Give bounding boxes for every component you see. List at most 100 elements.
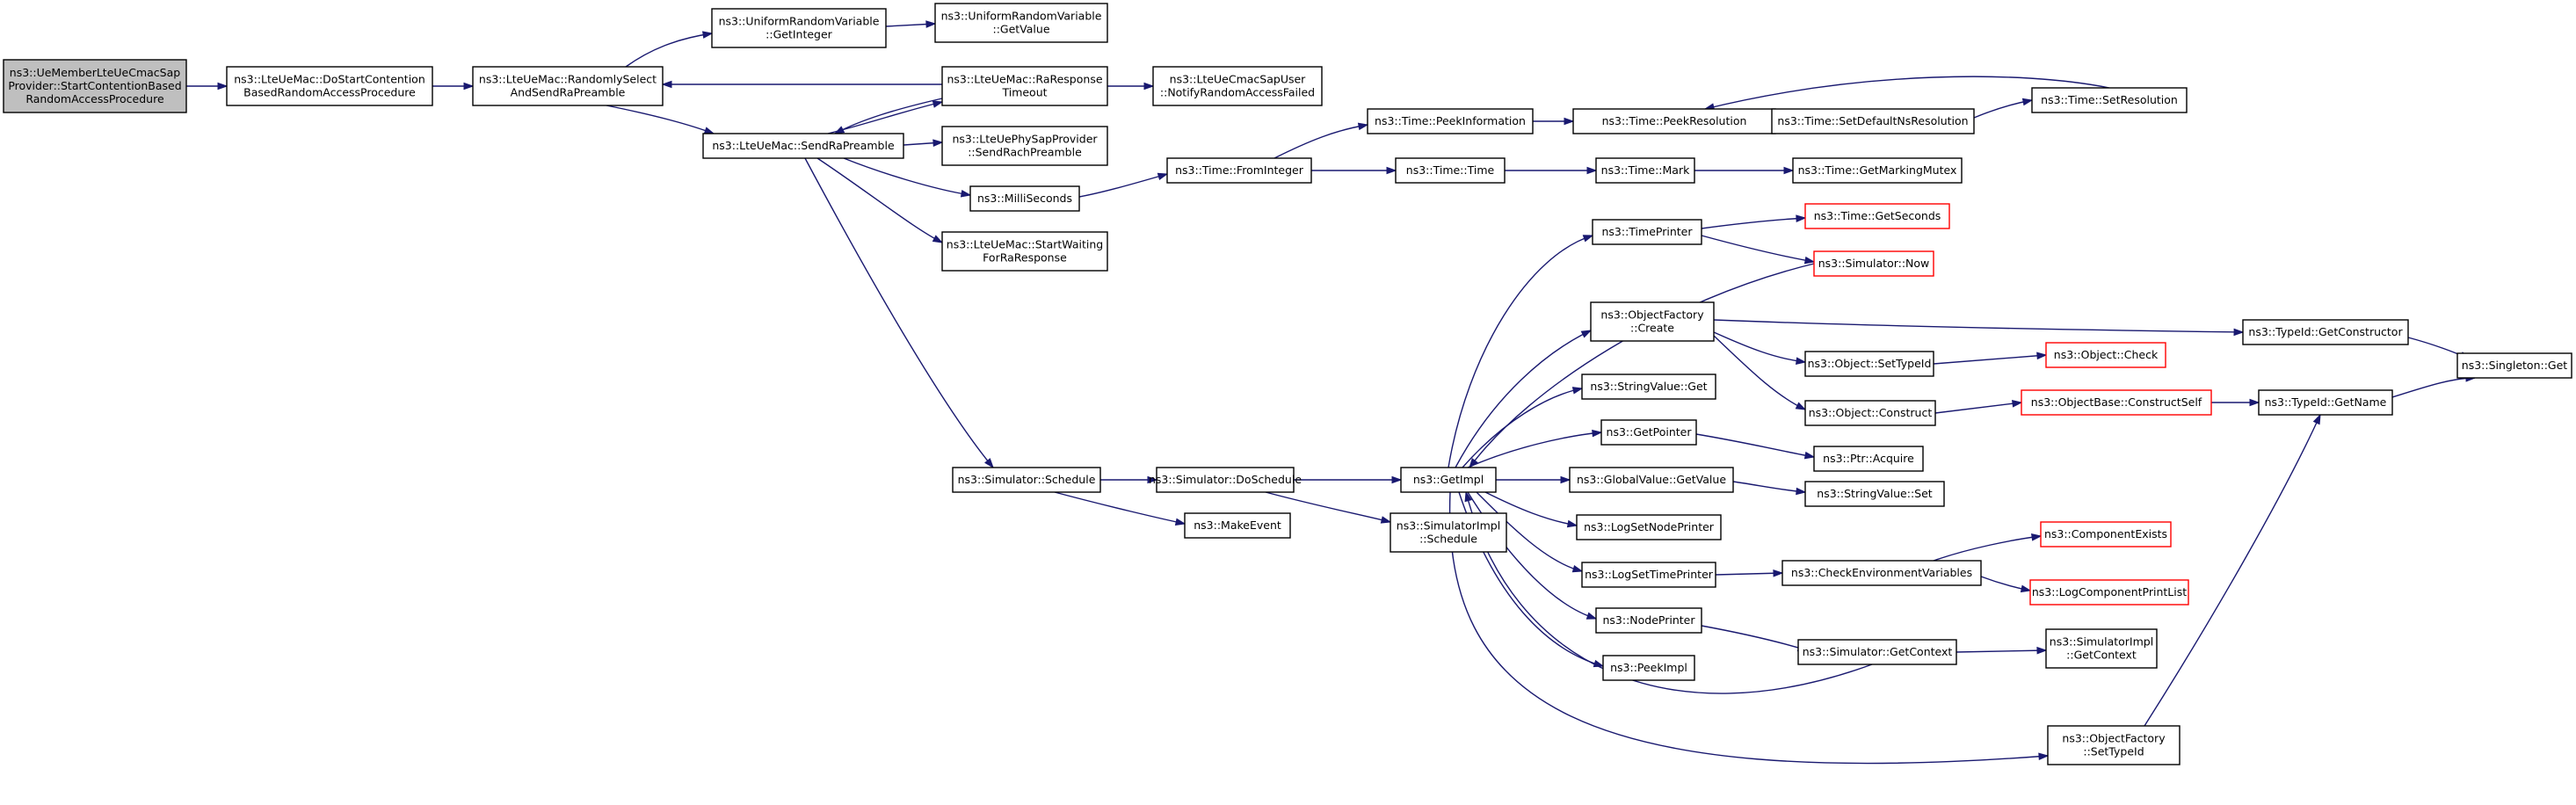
graph-node[interactable]: ns3::Singleton::Get <box>2456 352 2572 379</box>
node-label: ::GetValue <box>992 23 1049 36</box>
edge-n22-to-n45 <box>1467 491 1598 620</box>
graph-node[interactable]: ns3::Simulator::GetContext <box>1797 639 1957 665</box>
graph-node[interactable]: ns3::LteUePhySapProvider::SendRachPreamb… <box>941 126 1108 166</box>
graph-node[interactable]: ns3::TypeId::GetConstructor <box>2242 319 2409 345</box>
graph-node[interactable]: ns3::LteUeCmacSapUser::NotifyRandomAcces… <box>1152 66 1323 106</box>
graph-node[interactable]: ns3::Simulator::Schedule <box>952 467 1101 493</box>
graph-node[interactable]: ns3::SimulatorImpl::GetContext <box>2045 628 2158 669</box>
node-box <box>1595 607 1702 634</box>
edge-arrowhead <box>1795 402 1807 410</box>
edge-arrowhead <box>1157 172 1169 181</box>
node-label: ns3::Time::FromInteger <box>1175 163 1304 177</box>
edge-arrowhead <box>1571 387 1584 395</box>
edge-arrowhead <box>932 235 944 243</box>
graph-node[interactable]: ns3::Object::Check <box>2045 342 2166 368</box>
graph-node[interactable]: ns3::UniformRandomVariable::GetValue <box>934 3 1108 43</box>
node-box <box>1804 351 1934 377</box>
edge-n5-to-n7 <box>833 98 943 134</box>
edge-n26-to-n22 <box>1469 263 1815 469</box>
edge-arrowhead <box>703 127 715 134</box>
graph-node[interactable]: ns3::TypeId::GetName <box>2258 389 2393 416</box>
graph-node[interactable]: ns3::PeekImpl <box>1602 655 1695 681</box>
node-label: ns3::SimulatorImpl <box>2050 635 2153 649</box>
graph-node[interactable]: ns3::Time::Time <box>1395 157 1506 184</box>
edge-n19-to-n20 <box>1100 475 1158 484</box>
graph-node[interactable]: ns3::GetImpl <box>1400 467 1497 493</box>
node-label: ns3::Singleton::Get <box>2462 359 2568 372</box>
edge-arrowhead <box>1586 166 1598 175</box>
node-box <box>1569 467 1734 493</box>
node-box <box>941 126 1108 166</box>
graph-node[interactable]: ns3::Time::PeekResolution <box>1572 108 1776 134</box>
graph-node[interactable]: ns3::Object::SetTypeId <box>1804 351 1934 377</box>
graph-node[interactable]: ns3::ObjectFactory::SetTypeId <box>2047 725 2181 765</box>
graph-node[interactable]: ns3::LteUeMac::SendRaPreamble <box>702 133 904 159</box>
graph-node[interactable]: ns3::LogSetNodePrinter <box>1576 514 1722 540</box>
graph-node[interactable]: ns3::Ptr::Acquire <box>1813 446 1924 472</box>
graph-node[interactable]: ns3::UniformRandomVariable::GetInteger <box>711 8 887 48</box>
graph-node[interactable]: ns3::Simulator::DoSchedule <box>1149 467 1302 493</box>
node-box <box>1804 400 1936 426</box>
node-box <box>1792 157 1963 184</box>
edge-arrowhead <box>2021 98 2034 106</box>
graph-node[interactable]: ns3::GlobalValue::GetValue <box>1569 467 1734 493</box>
graph-node[interactable]: ns3::Time::Mark <box>1595 157 1695 184</box>
node-box <box>2242 319 2409 345</box>
node-label: ns3::Time::GetSeconds <box>1814 209 1941 222</box>
node-label: ::SetTypeId <box>2083 745 2144 758</box>
graph-node[interactable]: ns3::TimePrinter <box>1592 219 1702 245</box>
graph-node[interactable]: ns3::ComponentExists <box>2040 521 2172 548</box>
edge-n12-to-n13 <box>1533 117 1575 126</box>
graph-node[interactable]: ns3::CheckEnvironmentVariables <box>1781 560 1982 586</box>
edge-n5-to-n2 <box>661 80 942 89</box>
node-label: ns3::Time::SetResolution <box>2041 93 2178 106</box>
node-label: ::GetContext <box>2066 649 2137 662</box>
node-label: ns3::LogSetTimePrinter <box>1585 568 1714 581</box>
graph-node[interactable]: ns3::UeMemberLteUeCmacSapProvider::Start… <box>3 59 187 113</box>
edge-arrowhead <box>1174 518 1186 526</box>
edge-arrowhead <box>1564 117 1575 126</box>
edge-arrowhead <box>661 80 672 89</box>
edge-arrowhead <box>1380 516 1392 524</box>
graph-node[interactable]: ns3::Time::SetResolution <box>2031 87 2188 113</box>
edge-arrowhead <box>1803 256 1816 265</box>
graph-node[interactable]: ns3::Object::Construct <box>1804 400 1936 426</box>
node-box <box>969 185 1080 212</box>
graph-node[interactable]: ns3::Time::FromInteger <box>1166 157 1312 184</box>
node-label: ForRaResponse <box>983 251 1067 265</box>
graph-node[interactable]: ns3::NodePrinter <box>1595 607 1702 634</box>
graph-node[interactable]: ns3::Simulator::Now <box>1813 250 1934 277</box>
edge-n22-to-n49 <box>1448 491 2050 765</box>
edge-n22-to-n36 <box>1467 429 1603 468</box>
graph-node[interactable]: ns3::MilliSeconds <box>969 185 1080 212</box>
graph-node[interactable]: ns3::StringValue::Set <box>1804 481 1945 507</box>
node-label: ns3::UeMemberLteUeCmacSap <box>10 66 180 79</box>
graph-node[interactable]: ns3::SimulatorImpl::Schedule <box>1390 512 1507 553</box>
graph-node[interactable]: ns3::LteUeMac::DoStartContentionBasedRan… <box>226 66 433 106</box>
graph-node[interactable]: ns3::ObjectFactory::Create <box>1590 301 1715 342</box>
edge-arrowhead <box>1357 122 1369 131</box>
graph-node[interactable]: ns3::LteUeMac::RandomlySelectAndSendRaPr… <box>472 66 664 106</box>
node-label: ns3::UniformRandomVariable <box>941 10 1102 23</box>
graph-node[interactable]: ns3::Time::SetDefaultNsResolution <box>1771 108 1975 134</box>
node-label: ns3::Ptr::Acquire <box>1823 452 1914 465</box>
edge-n11-to-n12 <box>1273 122 1369 159</box>
node-label: ns3::Simulator::Now <box>1818 257 1930 270</box>
edge-n27-to-n30 <box>1713 335 1807 410</box>
graph-node[interactable]: ns3::GetPointer <box>1600 419 1697 446</box>
graph-node[interactable]: ns3::StringValue::Get <box>1581 373 1716 400</box>
edge-n27-to-n28 <box>1713 331 1807 365</box>
node-label: BasedRandomAccessProcedure <box>243 86 416 99</box>
node-box <box>226 66 433 106</box>
graph-node[interactable]: ns3::Time::GetMarkingMutex <box>1792 157 1963 184</box>
graph-node[interactable]: ns3::MakeEvent <box>1184 512 1291 539</box>
graph-node[interactable]: ns3::Time::GetSeconds <box>1804 203 1950 229</box>
edge-arrowhead <box>2038 752 2050 761</box>
node-label: ns3::ObjectFactory <box>2062 732 2166 745</box>
graph-node[interactable]: ns3::Time::PeekInformation <box>1367 108 1534 134</box>
graph-node[interactable]: ns3::ObjectBase::ConstructSelf <box>2021 389 2212 416</box>
graph-node[interactable]: ns3::LogSetTimePrinter <box>1581 562 1716 588</box>
graph-node[interactable]: ns3::LogComponentPrintList <box>2029 579 2189 606</box>
